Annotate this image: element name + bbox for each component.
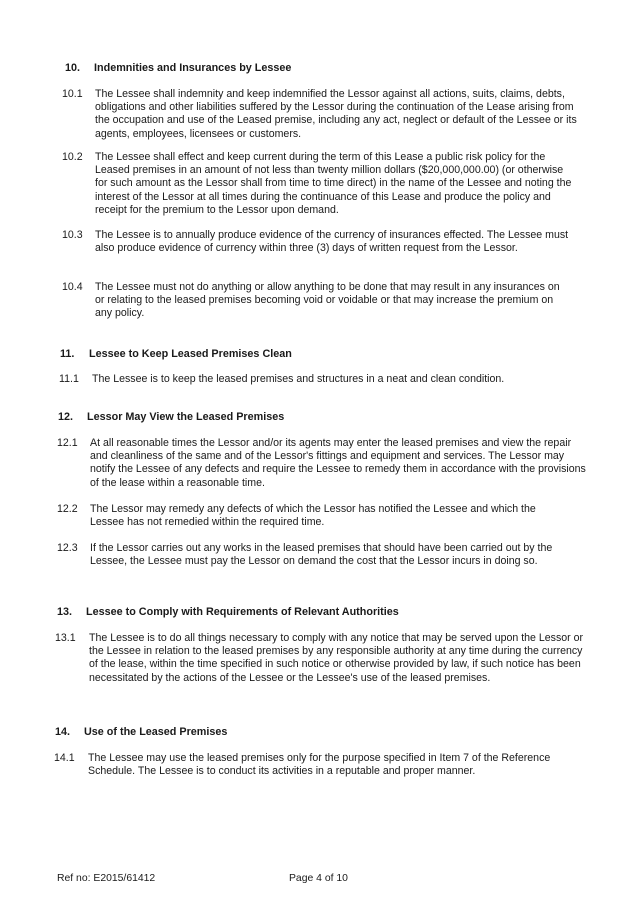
clause-text: The Lessee shall indemnity and keep inde… xyxy=(95,88,577,140)
clause-text: The Lessor may remedy any defects of whi… xyxy=(90,503,536,529)
section-number: 10. xyxy=(65,62,81,74)
clause-text: The Lessee must not do anything or allow… xyxy=(95,281,560,320)
clause-number: 10.1 xyxy=(62,88,83,100)
clause-text: The Lessee is to annually produce eviden… xyxy=(95,229,569,255)
section-number: 13. xyxy=(57,606,73,618)
clause-number: 12.1 xyxy=(57,437,78,449)
footer-page-number: Page 4 of 10 xyxy=(289,873,348,884)
clause-number: 10.2 xyxy=(62,151,83,163)
clause-text: The Lessee may use the leased premises o… xyxy=(88,752,551,778)
section-number: 11. xyxy=(60,348,75,360)
clause-number: 10.3 xyxy=(62,229,83,241)
clause-number: 11.1 xyxy=(59,373,79,385)
clause-number: 12.3 xyxy=(57,542,78,554)
clause-text: If the Lessor carries out any works in t… xyxy=(90,542,553,568)
clause-number: 14.1 xyxy=(54,752,75,764)
section-title: Lessee to Comply with Requirements of Re… xyxy=(86,606,399,618)
section-title: Lessee to Keep Leased Premises Clean xyxy=(89,348,292,360)
clause-number: 10.4 xyxy=(62,281,83,293)
clause-text: At all reasonable times the Lessor and/o… xyxy=(90,437,586,489)
clause-text: The Lessee shall effect and keep current… xyxy=(95,151,572,216)
section-title: Indemnities and Insurances by Lessee xyxy=(94,62,292,74)
section-title: Lessor May View the Leased Premises xyxy=(87,411,285,423)
clause-text: The Lessee is to keep the leased premise… xyxy=(92,373,505,385)
section-number: 14. xyxy=(55,726,71,738)
footer-reference: Ref no: E2015/61412 xyxy=(57,873,156,884)
clause-number: 13.1 xyxy=(55,632,76,644)
section-number: 12. xyxy=(58,411,74,423)
clause-number: 12.2 xyxy=(57,503,78,515)
clause-text: The Lessee is to do all things necessary… xyxy=(89,632,584,684)
section-title: Use of the Leased Premises xyxy=(84,726,228,738)
